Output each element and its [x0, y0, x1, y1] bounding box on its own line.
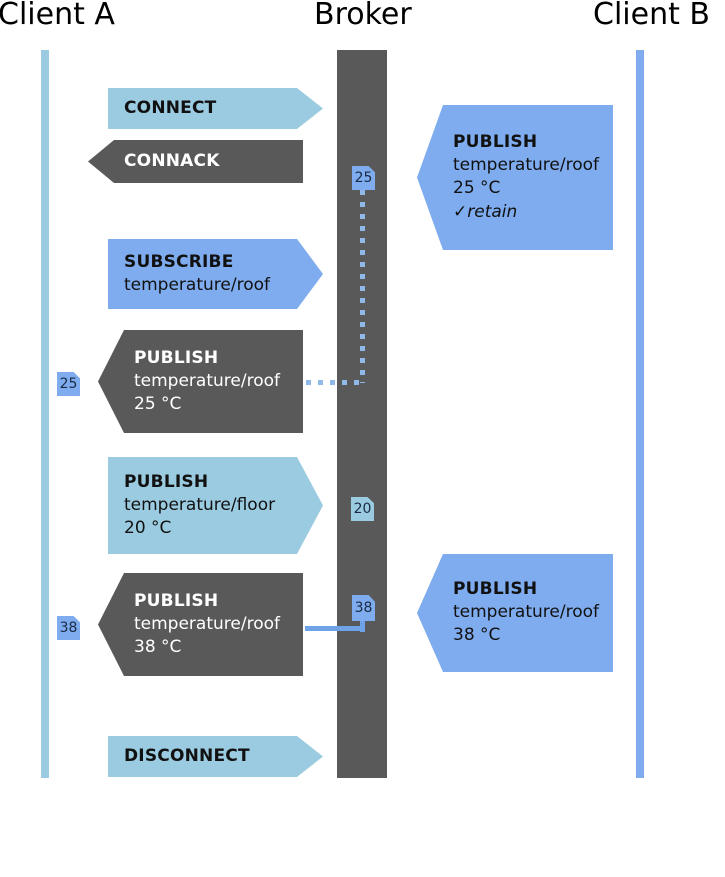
badge-client-a-received-38: 38 — [57, 616, 80, 640]
badge-broker-retained-38: 38 — [352, 595, 375, 621]
message-publish-retained-25-value: 25 °C — [134, 393, 182, 414]
message-subscribe-title: SUBSCRIBE — [124, 251, 234, 272]
message-publish-floor-20-topic: temperature/floor — [124, 494, 276, 515]
message-publish-retain-25-title: PUBLISH — [453, 131, 538, 152]
message-subscribe-topic: temperature/roof — [124, 274, 270, 295]
delivery-38-vertical-connector — [360, 618, 365, 632]
message-publish-roof-38-to-client-a-topic: temperature/roof — [134, 613, 280, 634]
participant-header-client-a: Client A — [0, 0, 115, 32]
message-publish-floor-20-value: 20 °C — [124, 517, 172, 538]
message-connack-title: CONNACK — [124, 151, 220, 172]
lifeline-broker — [337, 50, 387, 778]
badge-broker-retained-25: 25 — [352, 166, 375, 190]
retained-25-horizontal-connector — [306, 380, 362, 385]
message-publish-retain-25-topic: temperature/roof — [453, 154, 599, 175]
message-publish-retained-25-topic: temperature/roof — [134, 370, 280, 391]
lifeline-client-a — [41, 50, 49, 778]
message-publish-retained-25[interactable]: PUBLISH temperature/roof 25 °C — [98, 330, 303, 433]
message-publish-roof-38-to-client-a-title: PUBLISH — [134, 590, 219, 611]
message-publish-retained-25-title: PUBLISH — [134, 347, 219, 368]
message-publish-retain-25-value: 25 °C — [453, 178, 501, 199]
lifeline-client-b — [636, 50, 644, 778]
message-connect[interactable]: CONNECT — [108, 88, 323, 129]
message-disconnect-title: DISCONNECT — [124, 746, 250, 767]
message-publish-roof-38-from-client-b-value: 38 °C — [453, 625, 501, 646]
message-subscribe[interactable]: SUBSCRIBE temperature/roof — [108, 239, 323, 309]
retained-25-vertical-connector — [360, 190, 365, 383]
message-connack[interactable]: CONNACK — [88, 140, 303, 183]
message-publish-floor-20[interactable]: PUBLISH temperature/floor 20 °C — [108, 457, 323, 554]
badge-client-a-received-25: 25 — [57, 372, 80, 396]
message-publish-roof-38-from-client-b[interactable]: PUBLISH temperature/roof 38 °C — [417, 554, 613, 672]
message-publish-retain-25-flag: ✓retain — [453, 201, 518, 222]
message-publish-retain-25-from-client-b[interactable]: PUBLISH temperature/roof 25 °C ✓retain — [417, 105, 613, 250]
message-publish-floor-20-title: PUBLISH — [124, 471, 209, 492]
participant-header-broker: Broker — [314, 0, 412, 32]
message-publish-roof-38-to-client-a-value: 38 °C — [134, 636, 182, 657]
message-publish-roof-38-from-client-b-topic: temperature/roof — [453, 602, 599, 623]
message-publish-roof-38-to-client-a[interactable]: PUBLISH temperature/roof 38 °C — [98, 573, 303, 676]
participant-header-client-b: Client B — [593, 0, 710, 32]
message-publish-roof-38-from-client-b-title: PUBLISH — [453, 579, 538, 600]
delivery-38-horizontal-connector — [305, 626, 363, 631]
badge-broker-retained-20: 20 — [351, 497, 374, 521]
message-disconnect[interactable]: DISCONNECT — [108, 736, 323, 777]
message-connect-title: CONNECT — [124, 98, 217, 119]
